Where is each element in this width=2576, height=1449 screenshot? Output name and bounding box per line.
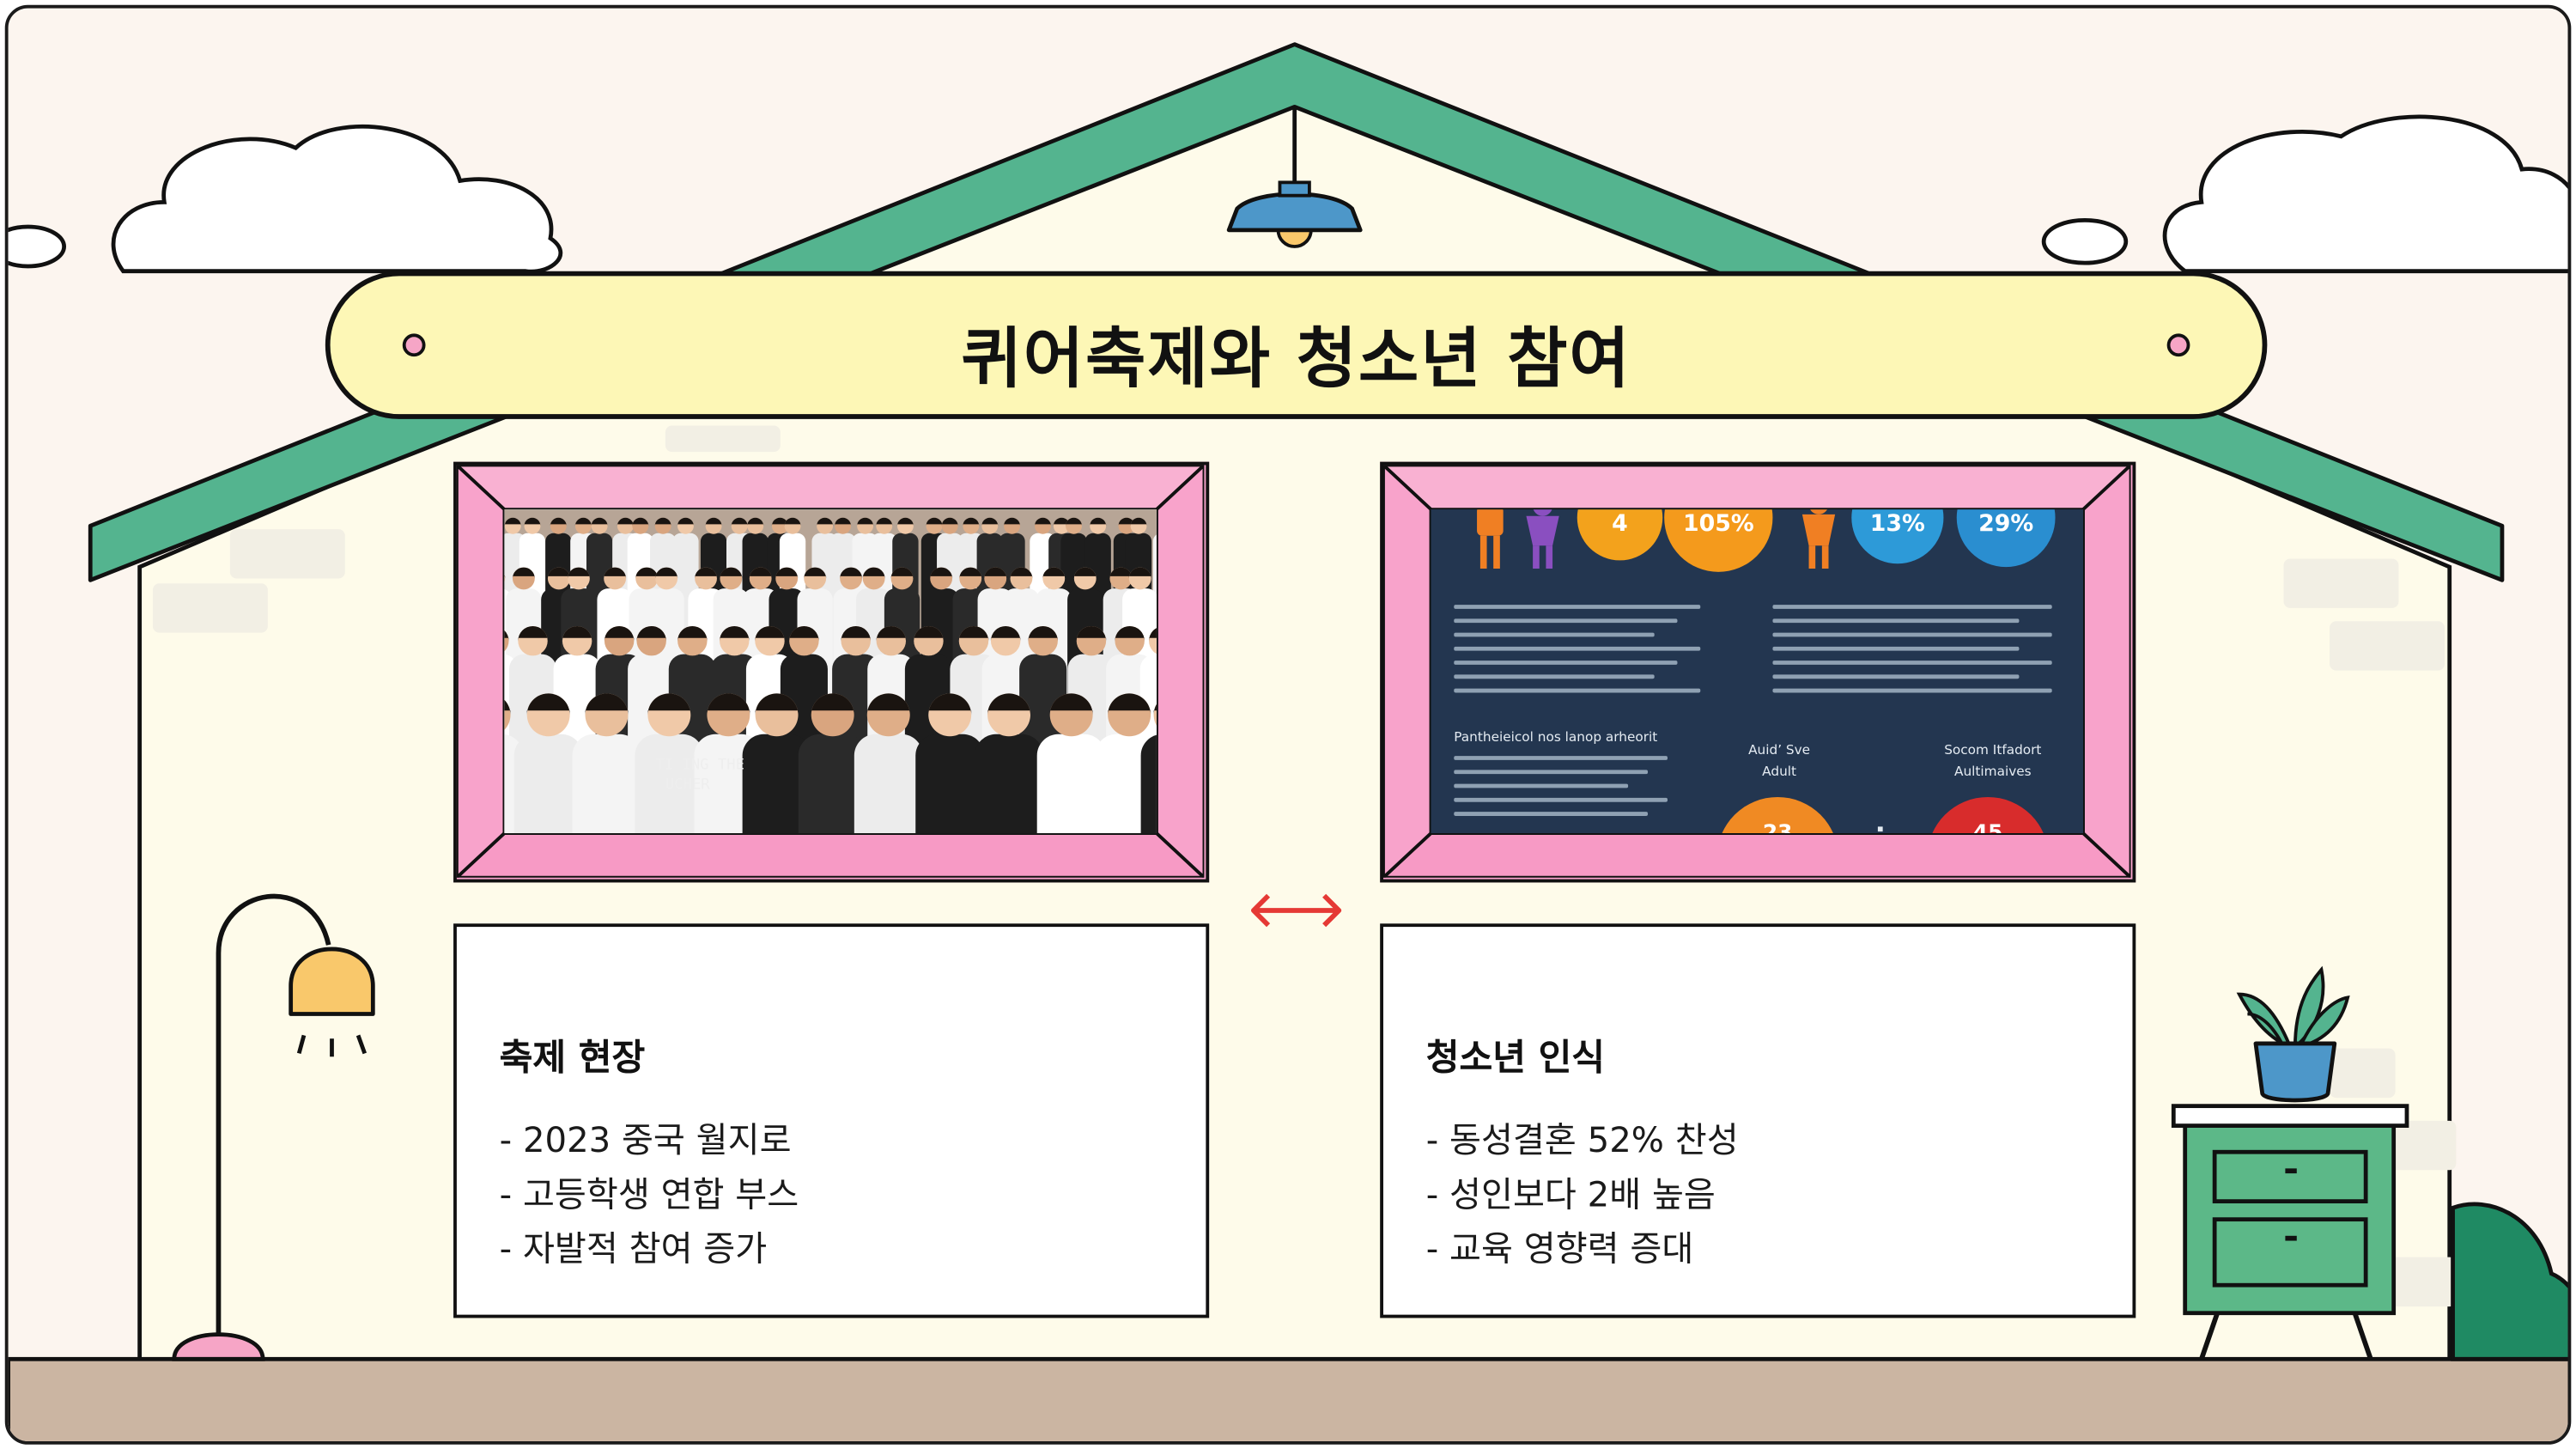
stat-circle-2 <box>1664 509 1773 572</box>
stat-value-4: 29% <box>1978 510 2033 537</box>
bullet-list: 동성결혼 52% 찬성 성인보다 2배 높음 교육 영향력 증대 <box>1426 1114 2133 1276</box>
list-item: 동성결혼 52% 찬성 <box>1426 1114 2133 1168</box>
bottom-value-2: 45 <box>1973 820 2003 833</box>
bottom-circle-orange <box>1722 796 1833 834</box>
ceiling-lamp-icon <box>1226 107 1363 248</box>
slide-frame: 퀴어축제와 청소년 참여 TI ING THE UCHER <box>4 4 2572 1445</box>
shirt-text: TI ING THE <box>655 756 744 773</box>
list-item: 교육 영향력 증대 <box>1426 1222 2133 1276</box>
list-item: 자발적 참여 증가 <box>500 1222 1206 1276</box>
cloud-left <box>111 125 563 274</box>
cloud-puff-left <box>8 224 66 269</box>
title-banner: 퀴어축제와 청소년 참여 <box>325 271 2268 419</box>
bullet-list: 2023 중국 월지로 고등학생 연합 부스 자발적 참여 증가 <box>500 1114 1206 1276</box>
stat-value-3: 13% <box>1870 510 1925 537</box>
person-icon-orange-2 <box>1801 509 1836 569</box>
photo-frame-right: 4 105% 13% 29% Pantheieicol nos lanop ar… <box>1380 461 2136 883</box>
photo-frame-left: TI ING THE UCHER <box>453 461 1210 883</box>
double-arrow-icon <box>1250 893 1342 928</box>
card-heading: 청소년 인식 <box>1425 1038 1606 1081</box>
label-adult: Auidʼ Sve <box>1748 742 1810 758</box>
festival-crowd-photo: TI ING THE UCHER <box>504 509 1157 834</box>
svg-text:Aultimaives: Aultimaives <box>1954 764 2032 779</box>
cloud-right <box>2162 114 2568 274</box>
svg-text:Adult: Adult <box>1762 764 1796 779</box>
stat-circle-3 <box>1851 509 1944 564</box>
card-heading: 축제 현장 <box>499 1038 646 1081</box>
cloud-puff-right <box>2041 217 2129 265</box>
list-item: 2023 중국 월지로 <box>500 1114 1206 1168</box>
stat-value-1: 4 <box>1612 510 1628 537</box>
survey-infographic: 4 105% 13% 29% Pantheieicol nos lanop ar… <box>1431 509 2084 834</box>
svg-text:UCHER: UCHER <box>665 776 710 793</box>
stat-circle-1 <box>1577 509 1663 561</box>
ground <box>8 1356 2568 1441</box>
stat-circle-4 <box>1956 509 2056 568</box>
banner-pin-left <box>402 333 426 357</box>
person-icon-purple <box>1526 509 1559 569</box>
stat-value-2: 105% <box>1683 510 1754 537</box>
bottom-circle-red <box>1932 796 2044 834</box>
page-title: 퀴어축제와 청소년 참여 <box>961 322 1631 399</box>
cabinet-icon <box>2171 1104 2409 1361</box>
card-festival-site: 축제 현장 2023 중국 월지로 고등학생 연합 부스 자발적 참여 증가 <box>453 923 1210 1318</box>
person-icon-orange <box>1477 509 1504 569</box>
list-item: 성인보다 2배 높음 <box>1426 1168 2133 1222</box>
section-heading: Pantheieicol nos lanop arheorit <box>1454 729 1657 745</box>
roof <box>88 42 2505 582</box>
bush-icon <box>2451 1202 2568 1361</box>
potted-plant-icon <box>2236 965 2350 1103</box>
list-item: 고등학생 연합 부스 <box>500 1168 1206 1222</box>
card-youth-perception: 청소년 인식 동성결혼 52% 찬성 성인보다 2배 높음 교육 영향력 증대 <box>1380 923 2136 1318</box>
house-illustration <box>8 42 2568 1441</box>
banner-pin-right <box>2166 333 2190 357</box>
label-alternatives: Socom Itfadort <box>1944 742 2041 758</box>
bottom-value-1: 23 <box>1763 820 1793 833</box>
floor-lamp-icon <box>172 893 375 1361</box>
